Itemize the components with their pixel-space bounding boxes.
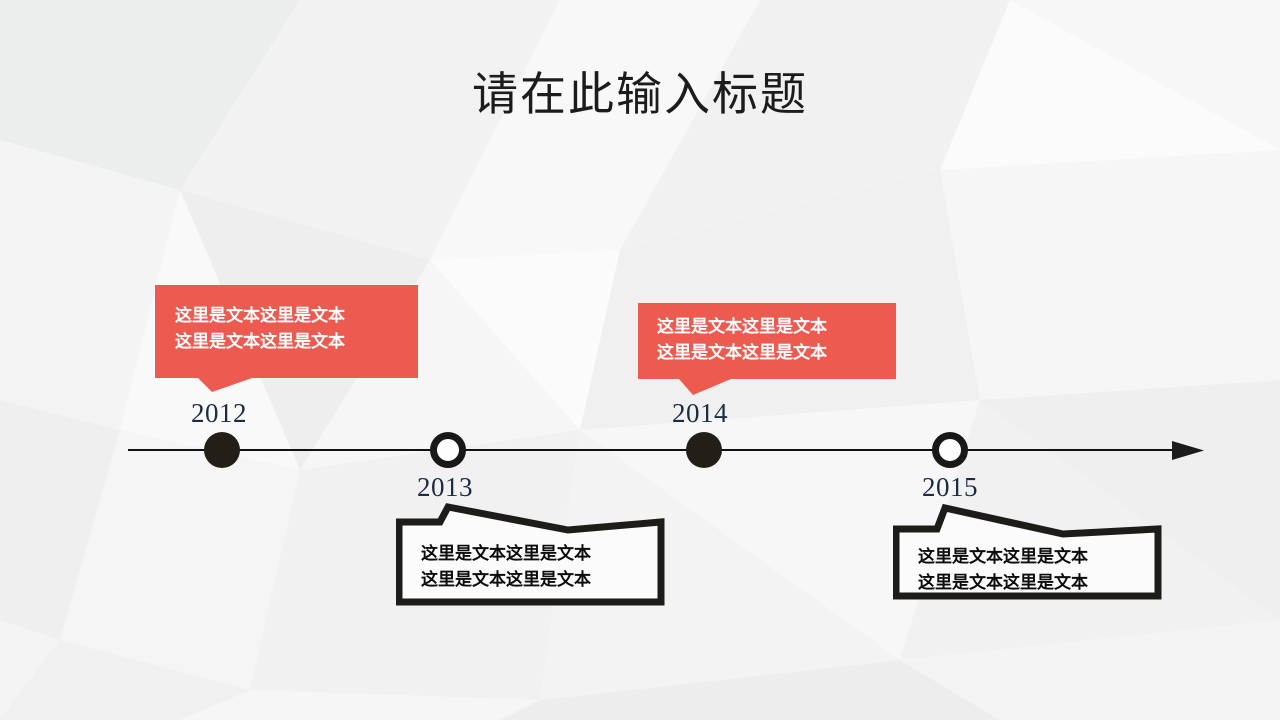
callout-2012-line2: 这里是文本这里是文本	[175, 332, 345, 352]
year-label-2015: 2015	[922, 472, 978, 502]
callout-2015-line1: 这里是文本这里是文本	[918, 547, 1088, 567]
callout-2014-line2: 这里是文本这里是文本	[657, 343, 827, 363]
callout-bubble-shape	[638, 303, 896, 395]
year-label-2014: 2014	[672, 398, 728, 428]
callout-2012-line1: 这里是文本这里是文本	[175, 306, 345, 326]
year-label-2013: 2013	[417, 472, 473, 502]
timeline-marker-2014[interactable]	[686, 432, 722, 468]
callout-2012[interactable]: 这里是文本这里是文本 这里是文本这里是文本	[155, 285, 425, 397]
callout-2013[interactable]: 这里是文本这里是文本 这里是文本这里是文本	[396, 503, 668, 607]
callout-2015[interactable]: 这里是文本这里是文本 这里是文本这里是文本	[893, 503, 1165, 601]
callout-2013-line1: 这里是文本这里是文本	[421, 544, 591, 564]
callout-2014[interactable]: 这里是文本这里是文本 这里是文本这里是文本	[638, 303, 904, 415]
page-title: 请在此输入标题	[472, 67, 808, 121]
timeline-marker-2012[interactable]	[204, 432, 240, 468]
callout-bubble-shape	[396, 503, 665, 606]
timeline-marker-2015[interactable]	[932, 432, 968, 468]
callout-bubble-shape	[155, 285, 418, 392]
timeline-marker-2013[interactable]	[430, 432, 466, 468]
callout-2013-line2: 这里是文本这里是文本	[421, 570, 591, 590]
callout-2015-line2: 这里是文本这里是文本	[918, 573, 1088, 593]
year-label-2012: 2012	[191, 398, 247, 428]
callout-2014-line1: 这里是文本这里是文本	[657, 317, 827, 337]
callout-bubble-shape	[893, 503, 1162, 600]
